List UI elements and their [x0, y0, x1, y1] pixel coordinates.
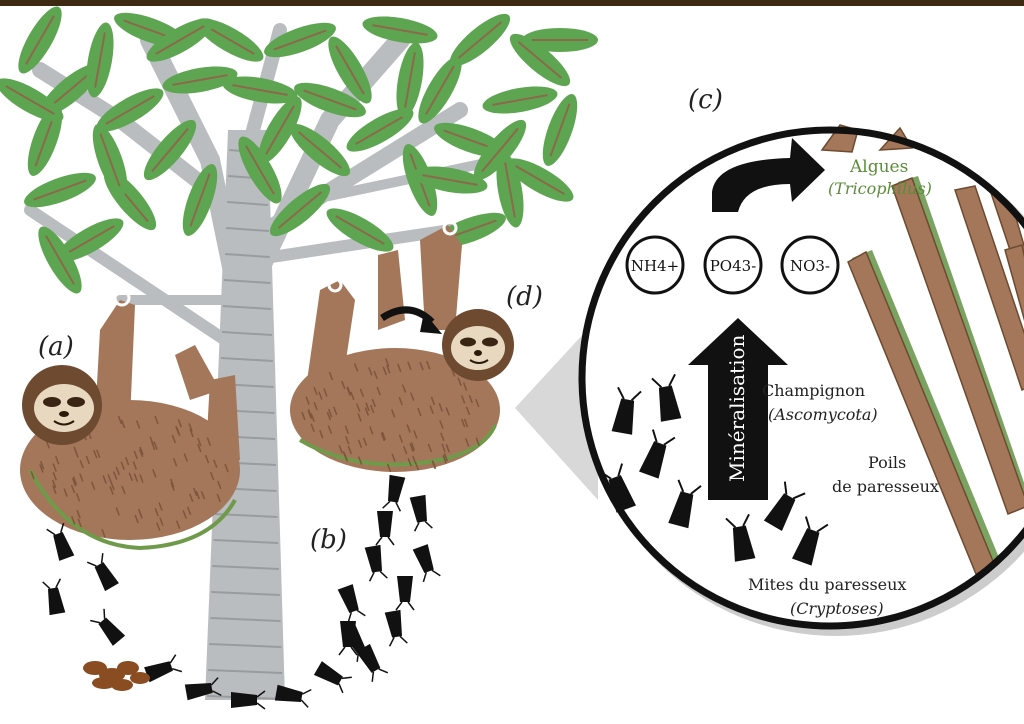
hair-line1: Poils: [868, 453, 906, 472]
algae-latin: (Tricophilus): [828, 179, 932, 198]
fungus-name: Champignon: [762, 381, 865, 400]
label-b: (b): [310, 525, 347, 555]
mineralisation-label: Minéralisation: [725, 334, 749, 482]
ion-nh4: NH4+: [631, 257, 679, 275]
moths-latin: (Cryptoses): [790, 599, 884, 618]
ion-no3: NO3-: [790, 257, 830, 275]
label-a: (a): [38, 332, 74, 362]
dung-pile: [83, 661, 150, 691]
fungus-latin: (Ascomycota): [768, 405, 878, 424]
hair-line2: de paresseux: [832, 477, 939, 496]
label-d: (d): [506, 282, 543, 312]
sloth-d: [290, 222, 514, 472]
ion-po4: PO43-: [710, 257, 757, 275]
moths-name: Mites du paresseux: [748, 575, 906, 594]
label-c: (c): [688, 85, 723, 115]
algae-name: Algues: [849, 157, 908, 177]
